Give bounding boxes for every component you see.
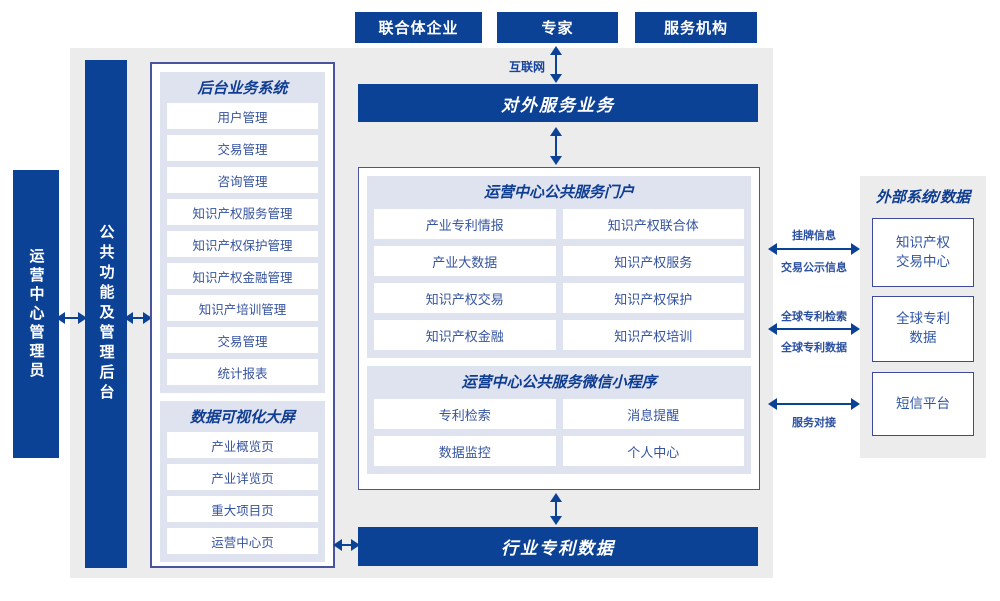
link-label-trade-public-info: 交易公示信息 — [781, 262, 847, 274]
public-backend-label: 公共功能及管理后台 — [97, 224, 115, 404]
miniprogram-item: 数据监控 — [374, 436, 556, 466]
portal-section: 运营中心公共服务门户 产业专利情报 知识产权联合体 产业大数据 知识产权服务 知… — [367, 176, 751, 358]
portal-item: 知识产权服务 — [562, 246, 744, 276]
backend-item: 用户管理 — [167, 103, 318, 129]
backend-item: 统计报表 — [167, 359, 318, 385]
dashboard-item: 产业概览页 — [167, 432, 318, 458]
operation-center-admin-box: 运营中心管理员 — [13, 170, 59, 458]
operation-center-admin-label: 运营中心管理员 — [27, 247, 45, 381]
miniprogram-item: 个人中心 — [562, 436, 744, 466]
external-system-label: 知识产权交易中心 — [896, 234, 950, 269]
dashboard-item: 运营中心页 — [167, 528, 318, 554]
arrow-admin-to-backend-icon — [56, 311, 87, 325]
actor-service-agencies: 服务机构 — [635, 12, 757, 43]
dashboard-title: 数据可视化大屏 — [189, 409, 295, 426]
left-systems-panel: 后台业务系统 用户管理 交易管理 咨询管理 知识产权服务管理 知识产权保护管理 … — [150, 62, 335, 568]
arrow-service-to-portal-icon — [549, 127, 563, 165]
backend-item: 知识产权服务管理 — [167, 199, 318, 225]
arrow-internet-icon — [549, 46, 563, 83]
backend-item: 知识产权保护管理 — [167, 231, 318, 257]
actor-experts: 专家 — [497, 12, 618, 43]
link-label-listing-info: 挂牌信息 — [792, 230, 836, 242]
link-label-global-patent-data: 全球专利数据 — [781, 342, 847, 354]
miniprogram-title: 运营中心公共服务微信小程序 — [461, 374, 657, 391]
arrow-listing-info-icon — [768, 242, 860, 256]
external-system-ip-trading-center: 知识产权交易中心 — [872, 218, 974, 287]
backend-item: 交易管理 — [167, 135, 318, 161]
link-label-service-connect: 服务对接 — [792, 417, 836, 429]
external-system-label: 短信平台 — [896, 395, 950, 411]
external-system-global-patent-data: 全球专利数据 — [872, 296, 974, 362]
portal-item: 知识产权培训 — [562, 320, 744, 350]
backend-item: 知识产培训管理 — [167, 295, 318, 321]
external-service-bar: 对外服务业务 — [358, 84, 758, 122]
public-backend-bar: 公共功能及管理后台 — [85, 60, 127, 568]
dashboard-item: 产业详览页 — [167, 464, 318, 490]
backend-system-title: 后台业务系统 — [197, 80, 288, 97]
internet-label: 互联网 — [508, 60, 545, 74]
arrow-global-patent-icon — [768, 322, 860, 336]
arrow-dashboard-to-industry-icon — [333, 538, 360, 552]
miniprogram-item: 消息提醒 — [562, 399, 744, 429]
external-system-sms-platform: 短信平台 — [872, 372, 974, 436]
portal-item: 知识产权金融 — [374, 320, 556, 350]
operation-center-panel: 运营中心公共服务门户 产业专利情报 知识产权联合体 产业大数据 知识产权服务 知… — [358, 167, 760, 490]
backend-system-section: 后台业务系统 用户管理 交易管理 咨询管理 知识产权服务管理 知识产权保护管理 … — [160, 72, 325, 393]
miniprogram-item: 专利检索 — [374, 399, 556, 429]
arrow-service-connect-icon — [768, 397, 860, 411]
link-label-global-patent-search: 全球专利检索 — [781, 311, 847, 323]
industry-patent-data-bar: 行业专利数据 — [358, 527, 758, 566]
backend-item: 交易管理 — [167, 327, 318, 353]
miniprogram-grid: 专利检索 消息提醒 数据监控 个人中心 — [374, 399, 744, 466]
backend-item: 知识产权金融管理 — [167, 263, 318, 289]
portal-item: 知识产权保护 — [562, 283, 744, 313]
portal-item: 产业专利情报 — [374, 209, 556, 239]
backend-item: 咨询管理 — [167, 167, 318, 193]
dashboard-list: 产业概览页 产业详览页 重大项目页 运营中心页 — [167, 432, 318, 554]
miniprogram-section: 运营中心公共服务微信小程序 专利检索 消息提醒 数据监控 个人中心 — [367, 366, 751, 474]
external-systems-title: 外部系统/数据 — [875, 189, 971, 206]
arrow-portal-to-industry-icon — [549, 493, 563, 525]
portal-item: 知识产权联合体 — [562, 209, 744, 239]
arrow-backend-to-panel-icon — [124, 311, 152, 325]
portal-item: 知识产权交易 — [374, 283, 556, 313]
dashboard-item: 重大项目页 — [167, 496, 318, 522]
portal-item: 产业大数据 — [374, 246, 556, 276]
portal-grid: 产业专利情报 知识产权联合体 产业大数据 知识产权服务 知识产权交易 知识产权保… — [374, 209, 744, 350]
dashboard-section: 数据可视化大屏 产业概览页 产业详览页 重大项目页 运营中心页 — [160, 401, 325, 562]
actor-consortium-enterprises: 联合体企业 — [355, 12, 482, 43]
portal-title: 运营中心公共服务门户 — [483, 184, 634, 201]
backend-system-list: 用户管理 交易管理 咨询管理 知识产权服务管理 知识产权保护管理 知识产权金融管… — [167, 103, 318, 385]
external-system-label: 全球专利数据 — [896, 311, 950, 345]
